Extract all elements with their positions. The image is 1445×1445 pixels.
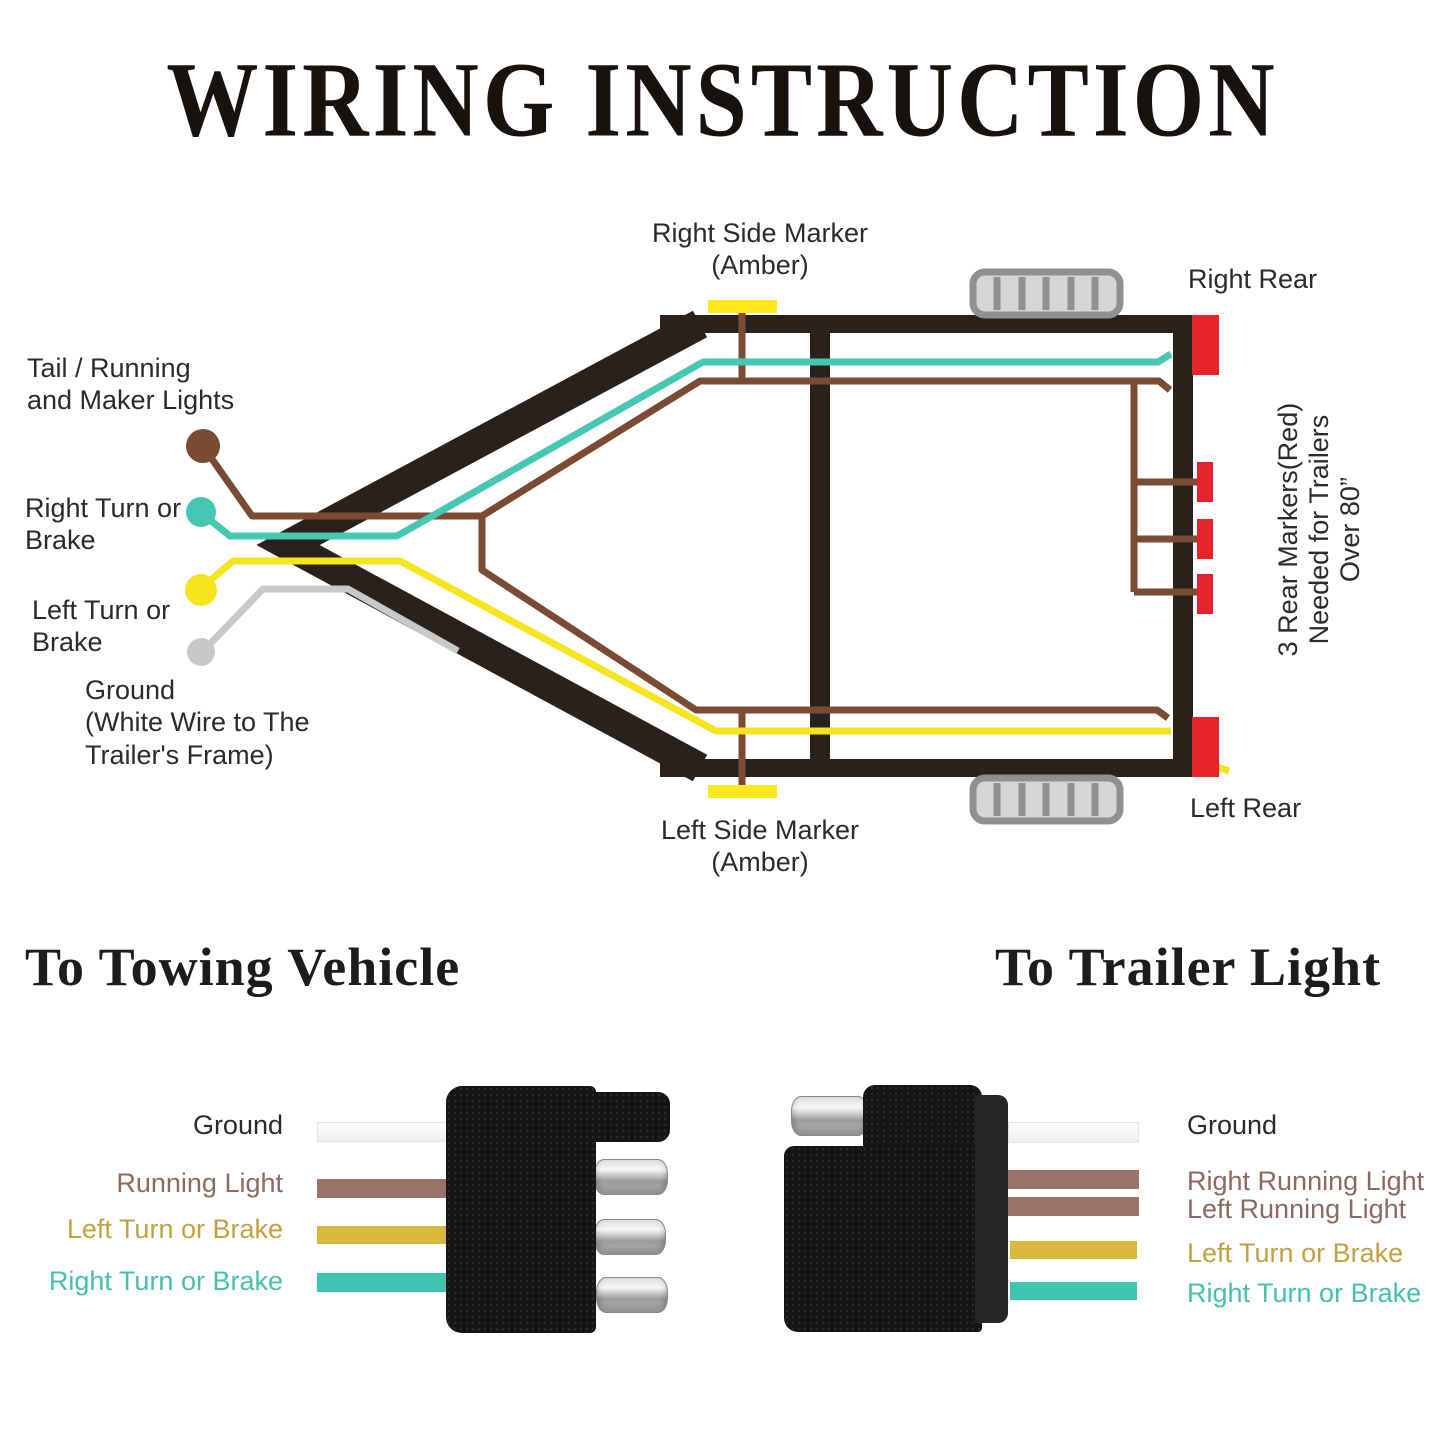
brown-wire-dot [186,429,220,463]
right-side-marker-light [708,300,777,313]
rear-marker-light-3 [1197,574,1213,614]
trailer-plug-face [975,1095,1008,1323]
tail-running-label: Tail / Running and Maker Lights [27,353,235,416]
right-rear-light [1192,315,1219,375]
right-wheel [969,268,1124,319]
right-side-marker-label: Right Side Marker (Amber) [651,218,869,281]
ground-wire [204,585,460,655]
trailer-frame [256,310,1193,782]
frame-top-rail [660,315,1193,333]
frame-bottom-rail [660,759,1193,777]
trailer-right-running-label: Right Running Light [1187,1166,1425,1196]
page-title: WIRING INSTRUCTION [166,40,1279,159]
towing-pin-3 [596,1277,668,1313]
wiring-harness [202,311,1231,786]
left-turn-label: Left Turn or Brake [32,595,171,658]
left-rear-label: Left Rear [1190,793,1302,823]
trailer-brown-wire-2 [1008,1197,1139,1216]
towing-right-turn-label: Right Turn or Brake [48,1266,283,1296]
yellow-wire [202,557,1171,735]
rear-marker-light-1 [1197,462,1213,502]
trailer-plug-body [784,1146,982,1332]
trailer-right-turn-label: Right Turn or Brake [1187,1278,1422,1308]
towing-yellow-wire [317,1226,449,1244]
right-rear-label: Right Rear [1188,264,1318,294]
trailer-light-heading: To Trailer Light [995,937,1382,997]
rear-markers-note: 3 Rear Markers(Red) Needed for Trailers … [1273,403,1366,657]
frame-rear-bar [1173,315,1193,777]
towing-white-wire [317,1122,454,1142]
frame-crossbar [810,315,830,777]
brown-wire-bottom-run [478,516,1171,721]
towing-pin-2 [594,1219,666,1255]
brown-wire-top-run [204,377,1173,520]
trailer-pin [791,1096,868,1136]
trailer-ground-label: Ground [1187,1110,1278,1140]
ground-label: Ground (White Wire to The Trailer's Fram… [85,675,310,770]
trailer-left-running-label: Left Running Light [1187,1194,1407,1224]
trailer-plug-top [863,1085,982,1155]
left-side-marker-light [708,785,777,798]
yellow-wire-dot [185,574,217,606]
left-wheel [969,774,1124,825]
trailer-tongue [256,310,708,782]
towing-running-label: Running Light [116,1168,283,1198]
towing-left-turn-label: Left Turn or Brake [66,1214,283,1244]
towing-plug-ground-terminal [590,1092,670,1142]
teal-wire-dot [186,497,216,527]
towing-brown-wire [317,1179,452,1198]
trailer-left-turn-label: Left Turn or Brake [1187,1238,1404,1268]
trailer-white-wire [1008,1122,1139,1143]
left-side-marker-label: Left Side Marker (Amber) [660,815,860,878]
towing-plug-body [446,1086,596,1333]
brown-wire-rear-marker-feeder [1130,381,1197,596]
towing-pin-1 [594,1159,668,1195]
trailer-brown-wire-1 [1008,1170,1139,1189]
teal-wire [202,351,1173,540]
trailer-teal-wire [1010,1282,1137,1300]
trailer-yellow-wire [1010,1241,1137,1259]
towing-vehicle-heading: To Towing Vehicle [25,937,461,997]
left-rear-light [1192,717,1219,777]
rear-marker-light-2 [1197,519,1213,559]
ground-wire-dot [187,638,215,666]
towing-ground-label: Ground [192,1110,283,1140]
right-turn-label: Right Turn or Brake [25,493,182,556]
towing-teal-wire [317,1273,449,1292]
